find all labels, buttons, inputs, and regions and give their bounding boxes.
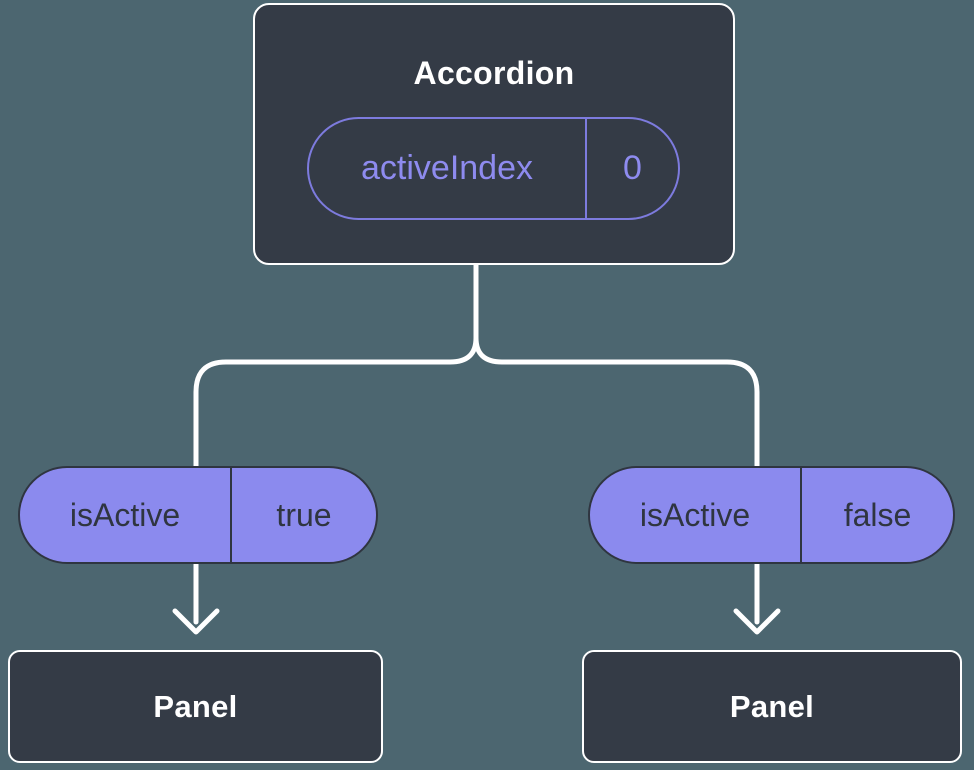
arrowhead-down-right-icon [733,608,781,635]
panel-node-left: Panel [8,650,383,763]
is-active-pill-false: isActive false [588,466,955,564]
connector-branch-right [473,335,760,473]
is-active-label: isActive [590,468,802,562]
accordion-node-title: Accordion [413,55,575,91]
active-index-pill: activeIndex 0 [307,117,680,220]
connector-branch-left [193,335,479,473]
is-active-value: true [276,496,332,533]
active-index-label: activeIndex [309,119,587,218]
active-index-value: 0 [623,149,642,187]
accordion-node: Accordion activeIndex 0 [253,3,735,265]
panel-node-right: Panel [582,650,962,763]
arrowhead-down-left-icon [172,608,220,635]
is-active-label: isActive [20,468,232,562]
is-active-value: false [843,496,912,533]
panel-node-title: Panel [153,688,238,724]
panel-node-title: Panel [729,688,815,724]
is-active-pill-true: isActive true [18,466,378,564]
